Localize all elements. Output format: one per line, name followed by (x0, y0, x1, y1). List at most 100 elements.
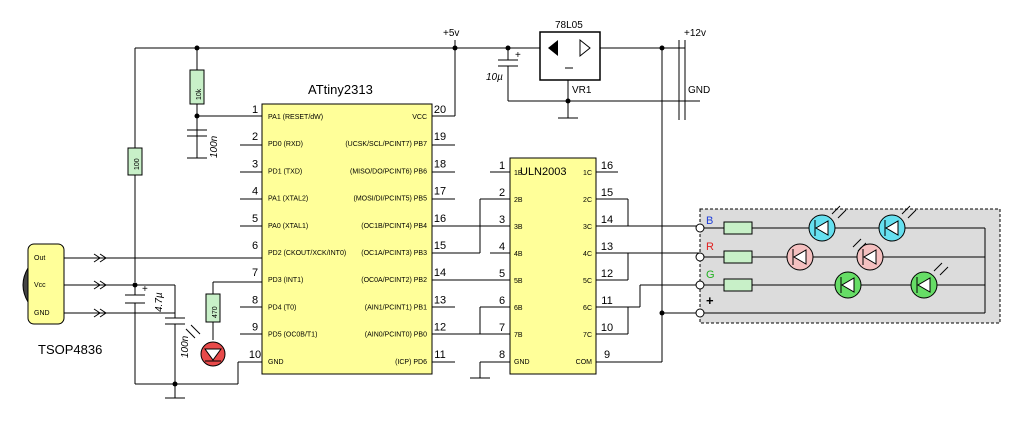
uln-left-pin-label: 6B (514, 305, 523, 312)
mcu-left-pin-number: 5 (252, 213, 258, 225)
uln-right-pin-label: COM (576, 359, 593, 366)
status-led (185, 324, 226, 367)
mcu-right-pin-number: 17 (434, 186, 446, 198)
red-led-2 (852, 238, 884, 271)
uln-left-pin-number: 2 (499, 187, 505, 199)
uln-left-pin-number: 5 (499, 268, 505, 280)
regulator-name: 78L05 (555, 20, 583, 31)
svg-text:10µ: 10µ (486, 72, 503, 83)
driver-name: ULN2003 (520, 166, 566, 178)
mcu-left-pin-number: 10 (249, 349, 261, 361)
mcu-left-pin-label: PD1 (TXD) (268, 168, 302, 175)
resistor-470: 470 (205, 293, 221, 323)
uln-right-pin-label: 6C (583, 305, 592, 312)
mcu-right-pin-number: 14 (434, 267, 446, 279)
strip-label-b: B (706, 215, 713, 227)
mcu-left-pin-label: PD4 (T0) (268, 304, 296, 311)
uln-left-pin-number: 6 (499, 295, 505, 307)
uln-right-pin-number: 13 (601, 241, 613, 253)
green-led-1 (834, 271, 862, 299)
strip-label-plus: + (706, 293, 714, 308)
capacitor-10u: + 10µ (486, 50, 521, 83)
uln-right-pin-number: 15 (601, 187, 613, 199)
uln-left-pin-label: 1B (514, 170, 523, 177)
mcu-right-pin-label: (OC1A/PCINT3) PB3 (361, 250, 427, 257)
svg-text:+: + (515, 50, 521, 61)
svg-text:100n: 100n (209, 135, 220, 158)
svg-text:4.7µ: 4.7µ (154, 292, 165, 312)
rail-12v: +12v (684, 28, 706, 39)
uln-left-pin-number: 1 (499, 160, 505, 172)
sensor-name: TSOP4836 (38, 342, 102, 357)
rail-gnd: GND (688, 85, 710, 96)
uln-left-pin-label: 5B (514, 278, 523, 285)
wires (64, 40, 700, 399)
mcu-right-pin-number: 11 (434, 349, 445, 361)
svg-text:470: 470 (212, 306, 219, 318)
mcu-right-pin-label: (AIN0/PCINT0) PB0 (365, 332, 427, 339)
mcu-left-pin-label: PD3 (INT1) (268, 277, 303, 284)
uln-left-pin-label: GND (514, 359, 530, 366)
mcu-left-pin-number: 4 (252, 186, 258, 198)
strip-label-r: R (706, 241, 714, 253)
svg-text:100: 100 (134, 158, 141, 170)
mcu-name: ATtiny2313 (308, 82, 373, 97)
uln-right-pin-number: 12 (601, 268, 613, 280)
mcu-right-pin-number: 19 (434, 131, 446, 143)
mcu-right-pin-number: 13 (434, 294, 446, 306)
red-led-1 (786, 243, 814, 271)
uln-right-pin-number: 11 (601, 295, 612, 307)
uln-right-pin-label: 1C (583, 170, 592, 177)
mcu-right-pin-label: (AIN1/PCINT1) PB1 (365, 304, 427, 311)
uln-right-pin-number: 10 (601, 322, 613, 334)
mcu-left-pin-label: GND (268, 359, 284, 366)
uln-left-pin-label: 4B (514, 251, 523, 258)
uln-left-pin-number: 8 (499, 349, 505, 361)
svg-text:10k: 10k (196, 88, 203, 100)
mcu-right-pin-label: (UCSK/SCL/PCINT7) PB7 (345, 141, 427, 148)
uln-right-pin-label: 2C (583, 197, 592, 204)
mcu-left-pin-number: 7 (252, 267, 258, 279)
junctions (132, 45, 665, 387)
uln-right-pin-label: 5C (583, 278, 592, 285)
rail-5v: +5v (443, 28, 459, 39)
regulator-ref: VR1 (572, 85, 592, 96)
uln-left-pin-label: 3B (514, 224, 523, 231)
blue-led-2 (878, 205, 917, 242)
uln-right-pin-number: 9 (604, 349, 610, 361)
ir-sensor-tsop4836: Out Vcc GND TSOP4836 (22, 243, 107, 357)
mcu-left-pin-number: 6 (252, 240, 258, 252)
mcu-left-pin-label: PA0 (XTAL1) (268, 223, 308, 230)
blue-led-1 (808, 205, 847, 242)
mcu-right-pin-number: 20 (434, 104, 446, 116)
svg-text:Vcc: Vcc (34, 282, 46, 289)
mcu-right-pin-number: 16 (434, 213, 446, 225)
uln-left-pin-number: 3 (499, 214, 505, 226)
mcu-right-pin-label: (MISO/DO/PCINT6) PB6 (350, 168, 427, 175)
mcu-right-pin-label: (MOSI/DI/PCINT5) PB5 (353, 196, 427, 203)
mcu-left-pin-label: PA1 (RESET/dW) (268, 114, 323, 121)
led-strip-panel: B R G + (695, 205, 1001, 324)
resistor-10k: 10k (189, 69, 205, 105)
mcu-left-pin-number: 1 (252, 104, 258, 116)
mcu-right-pin-number: 12 (434, 322, 446, 334)
mcu-left-pin-number: 8 (252, 294, 258, 306)
mcu-left-pin-number: 9 (252, 322, 258, 334)
uln-left-pin-number: 4 (499, 241, 505, 253)
mcu-right-pin-label: (ICP) PD6 (395, 359, 427, 366)
mcu-left-pin-label: PA1 (XTAL2) (268, 196, 308, 203)
svg-text:GND: GND (34, 310, 50, 317)
uln-right-pin-number: 14 (601, 214, 613, 226)
mcu-right-pin-number: 18 (434, 158, 446, 170)
capacitor-4u7: + 4.7µ (125, 284, 165, 312)
uln-left-pin-label: 2B (514, 197, 523, 204)
svg-text:Out: Out (34, 255, 45, 262)
uln-right-pin-label: 4C (583, 251, 592, 258)
svg-text:100n: 100n (180, 335, 191, 358)
uln-right-pin-number: 16 (601, 160, 613, 172)
svg-text:+: + (142, 284, 148, 295)
mcu-right-pin-number: 15 (434, 240, 446, 252)
